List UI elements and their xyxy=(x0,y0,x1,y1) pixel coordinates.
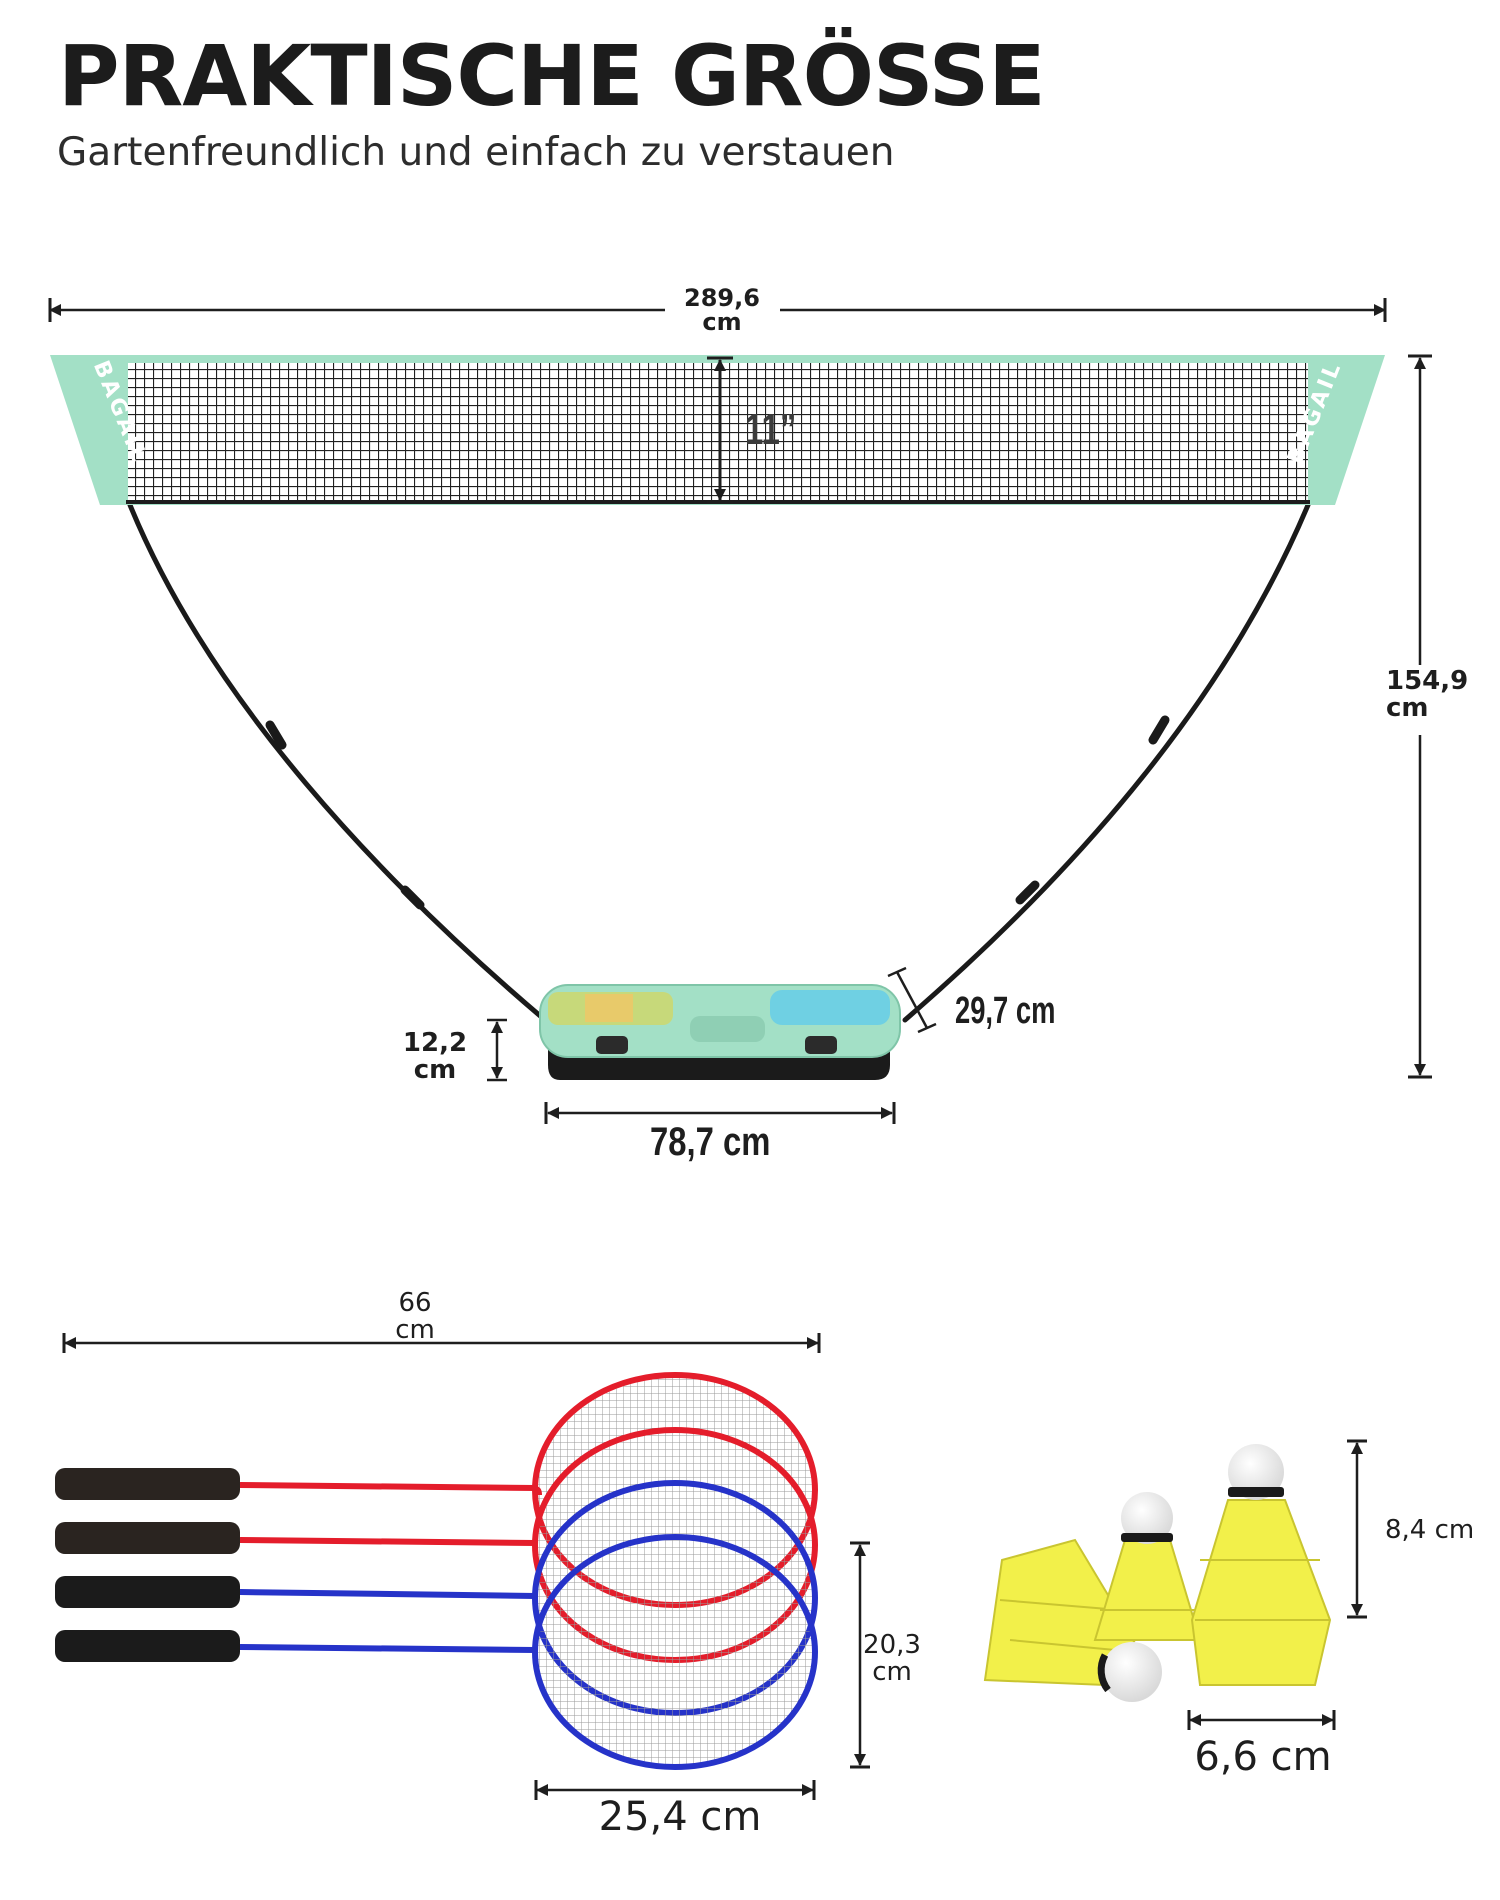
shuttlecock-diameter-dimension xyxy=(1187,1710,1336,1730)
net-width-unit: cm xyxy=(702,308,742,337)
racket-head-height-dimension xyxy=(850,1541,870,1769)
net-base-case xyxy=(539,984,901,1080)
base-length-label: 78,7 cm xyxy=(650,1120,771,1164)
page-title: PRAKTISCHE GRÖSSE xyxy=(58,27,1046,125)
racket-head-width-dimension xyxy=(534,1780,816,1800)
base-height-value: 12,2 xyxy=(402,1028,468,1058)
net-width-value: 289,6 xyxy=(684,284,760,312)
racket-head-height-unit: cm xyxy=(872,1656,912,1687)
racket-head-width-label: 25,4 cm xyxy=(598,1794,762,1840)
net-total-height-label: 154,9 cm xyxy=(1386,666,1469,723)
base-depth-label: 29,7 cm xyxy=(955,990,1056,1032)
base-height-label: 12,2 cm xyxy=(395,1030,475,1083)
base-length-dimension xyxy=(544,1102,896,1124)
racket-length-value: 66 xyxy=(398,1288,432,1318)
net-width-label: 289,6 cm xyxy=(672,286,772,335)
racket-length-label: 66 cm xyxy=(375,1290,455,1343)
net-total-height-value: 154,9 xyxy=(1386,666,1469,696)
net-width-dimension xyxy=(48,298,1387,322)
racket-length-unit: cm xyxy=(395,1314,435,1345)
shuttlecock-group xyxy=(983,1444,1332,1702)
base-height-dimension xyxy=(487,1018,507,1082)
racket-length-dimension xyxy=(62,1333,821,1353)
shuttlecock-height-dimension xyxy=(1347,1439,1367,1619)
badminton-net xyxy=(50,355,1385,505)
net-total-height-unit: cm xyxy=(1386,692,1429,723)
racket-head-height-label: 20,3 cm xyxy=(852,1632,932,1685)
base-height-unit: cm xyxy=(413,1054,457,1085)
shuttlecock-height-label: 8,4 cm xyxy=(1385,1515,1475,1545)
racket-head-height-value: 20,3 xyxy=(863,1630,921,1660)
shuttlecock-diameter-label: 6,6 cm xyxy=(1194,1734,1332,1780)
racket-blue-2 xyxy=(55,1534,818,1770)
page-subtitle: Gartenfreundlich und einfach zu verstaue… xyxy=(57,130,895,175)
net-total-height-dimension xyxy=(1408,354,1432,1079)
net-poles xyxy=(127,502,1311,1023)
net-height-label: 11” xyxy=(745,405,797,454)
base-depth-dimension xyxy=(887,966,937,1034)
